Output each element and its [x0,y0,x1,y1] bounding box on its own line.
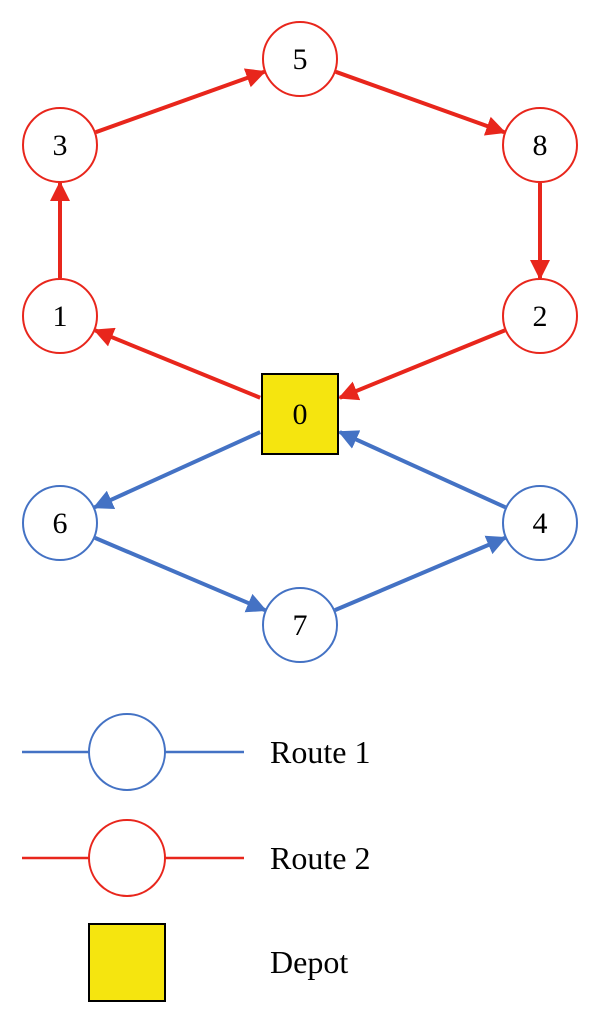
node-1: 1 [22,278,98,354]
legend: Route 1 Route 2 Depot [22,713,370,1002]
edge-5-to-8-arrow [335,69,507,136]
depot-node: 0 [261,373,339,455]
node-1-label: 1 [53,300,68,333]
node-3: 3 [22,107,98,183]
node-5-label: 5 [293,43,308,76]
node-4-circle [502,485,578,561]
edge-3-to-5-arrow [95,68,267,135]
node-3-circle [22,107,98,183]
edge-2-to-0-arrow [338,328,506,401]
node-6: 6 [22,485,98,561]
legend-depot-square-icon [88,923,166,1002]
edge-0-to-1-arrow [93,327,261,400]
node-2-label: 2 [533,300,548,333]
legend-route2: Route 2 [22,819,370,897]
legend-route2-node-icon [88,819,166,897]
legend-depot: Depot [88,923,348,1002]
node-2-circle [502,278,578,354]
node-7-circle [262,587,338,663]
node-6-circle [22,485,98,561]
node-4: 4 [502,485,578,561]
legend-route1-node-icon [88,713,166,791]
edge-4-to-0-arrow [337,430,507,510]
depot-square [261,373,339,455]
depot-label: 0 [293,398,308,431]
edges-layer [50,68,550,613]
edge-7-to-4-arrow [334,535,507,612]
node-7-label: 7 [293,609,308,642]
node-4-label: 4 [533,507,548,540]
edge-6-to-7-arrow [94,536,267,613]
node-7: 7 [262,587,338,663]
node-6-label: 6 [53,507,68,540]
node-1-circle [22,278,98,354]
nodes-layer: 0 1 2 3 5 8 6 7 4 [22,21,578,663]
node-3-label: 3 [53,129,68,162]
legend-route2-label: Route 2 [270,840,370,876]
node-5-circle [262,21,338,97]
edge-0-to-6-arrow [92,430,262,510]
node-8-circle [502,107,578,183]
node-2: 2 [502,278,578,354]
legend-route1-label: Route 1 [270,734,370,770]
node-8-label: 8 [533,129,548,162]
legend-depot-label: Depot [270,944,348,980]
legend-route1: Route 1 [22,713,370,791]
node-5: 5 [262,21,338,97]
node-8: 8 [502,107,578,183]
